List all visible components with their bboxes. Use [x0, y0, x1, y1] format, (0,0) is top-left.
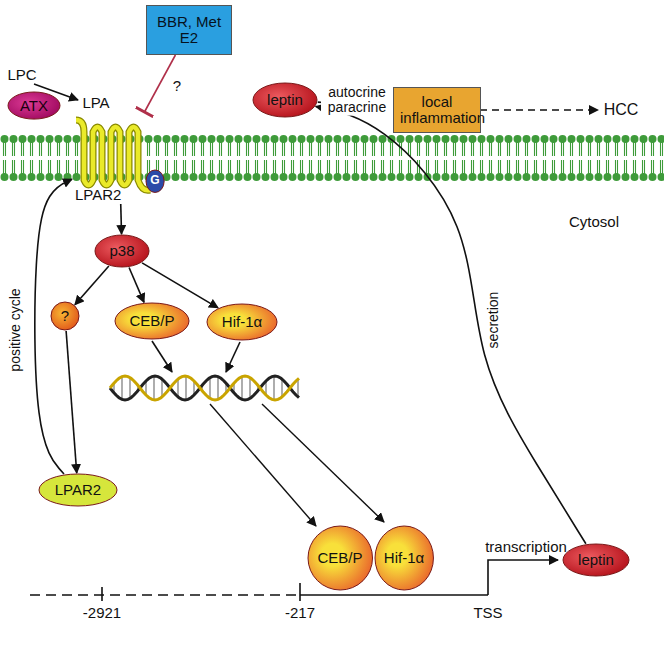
node-text: Hif-1α: [222, 314, 262, 331]
compartment-label: Cytosol: [569, 214, 619, 231]
unknown-factor-circle: ?: [50, 301, 80, 331]
promoter-line: [300, 594, 488, 596]
transcription-factor-ellipse: Hif-1α: [206, 303, 278, 341]
ellipse-shape: [95, 235, 149, 267]
ellipse-shape: [8, 92, 60, 119]
promoter-arrow: [210, 404, 316, 526]
helix-body: [76, 120, 150, 190]
ellipse-shape: [39, 474, 117, 506]
node-text: local inflammation: [400, 94, 474, 127]
promoter-arrow: [262, 404, 384, 522]
kinase-ellipse: p38: [94, 234, 150, 268]
binding-arrow: [226, 342, 240, 372]
ellipse-shape: [146, 170, 164, 192]
base-pair: [241, 377, 242, 400]
receptor-ellipse: LPAR2: [38, 473, 118, 507]
bound-factor-ellipse: CEB/P: [307, 525, 374, 591]
inhibition-line: [144, 55, 175, 112]
ellipse-shape: [308, 526, 373, 590]
outcome-label: HCC: [604, 101, 639, 119]
base-pair: [177, 379, 178, 397]
hormone-ellipse: leptin: [252, 82, 318, 118]
signal-arrow: [142, 263, 218, 308]
base-pair: [297, 379, 298, 397]
enzyme-ellipse: ATX: [7, 91, 61, 120]
base-pair: [273, 376, 274, 400]
base-pair: [217, 377, 218, 400]
lipid-label: LPC: [7, 67, 36, 84]
base-pair: [121, 377, 122, 400]
base-pair: [153, 376, 154, 400]
signal-arrow: [66, 331, 77, 473]
site-label: TSS: [473, 605, 502, 622]
question-mark: ?: [173, 78, 181, 95]
ellipse-shape: [563, 544, 629, 576]
transcription-factor-ellipse: CEB/P: [114, 302, 190, 340]
node-text: leptin: [578, 552, 614, 569]
node-text: ?: [61, 308, 69, 325]
progression-arrow: [480, 109, 598, 111]
base-pair: [129, 378, 130, 399]
receptor-symbol: LPAR2 G: [72, 112, 167, 204]
node-text: CEB/P: [317, 550, 362, 567]
node-text: Hif-1α: [384, 550, 424, 567]
signal-arrow: [120, 204, 122, 234]
promoter-line: [30, 594, 300, 596]
signal-arrow: [129, 267, 144, 302]
node-text: CEB/P: [129, 313, 174, 330]
process-box: local inflammation: [393, 87, 481, 133]
g-protein-circle: G: [145, 169, 165, 193]
helix-outline: [76, 120, 150, 190]
base-pair: [209, 378, 210, 399]
ellipse-shape: [207, 304, 277, 340]
bound-factor-ellipse: Hif-1α: [374, 525, 434, 591]
ellipse-shape: [253, 83, 317, 117]
binding-arrow: [152, 341, 172, 372]
ellipse-shape: [51, 302, 79, 330]
base-pair: [249, 378, 250, 399]
edge-label: secretion: [486, 290, 501, 351]
node-text: G: [150, 174, 159, 187]
hormone-ellipse: leptin: [562, 543, 630, 577]
process-label: transcription: [485, 539, 567, 556]
node-text: LPAR2: [55, 482, 101, 499]
secretion-arrow: [316, 106, 586, 543]
ellipse-shape: [375, 526, 433, 590]
edge-label: positive cycle: [8, 286, 23, 373]
node-text: BBR, Met E2: [153, 14, 225, 47]
drug-box: BBR, Met E2: [146, 5, 232, 55]
transcription-arrow: [488, 560, 558, 595]
base-pair: [161, 379, 162, 397]
dna-helix: [110, 376, 299, 400]
position-number: -2921: [83, 605, 121, 622]
lipid-label: LPA: [82, 95, 109, 112]
edge-label: autocrine paracrine: [321, 85, 393, 116]
node-text: LPAR2: [75, 187, 121, 204]
base-pair: [281, 379, 282, 397]
node-text: ATX: [20, 98, 48, 115]
position-number: -217: [285, 605, 315, 622]
position-tick: [101, 587, 103, 601]
node-text: p38: [109, 243, 134, 260]
signal-arrow: [75, 266, 109, 305]
ellipse-shape: [115, 303, 189, 339]
base-pair: [185, 376, 186, 400]
node-text: leptin: [267, 92, 303, 109]
dna-strand: [110, 376, 299, 400]
dna-strand: [110, 376, 299, 400]
position-tick: [299, 583, 301, 601]
